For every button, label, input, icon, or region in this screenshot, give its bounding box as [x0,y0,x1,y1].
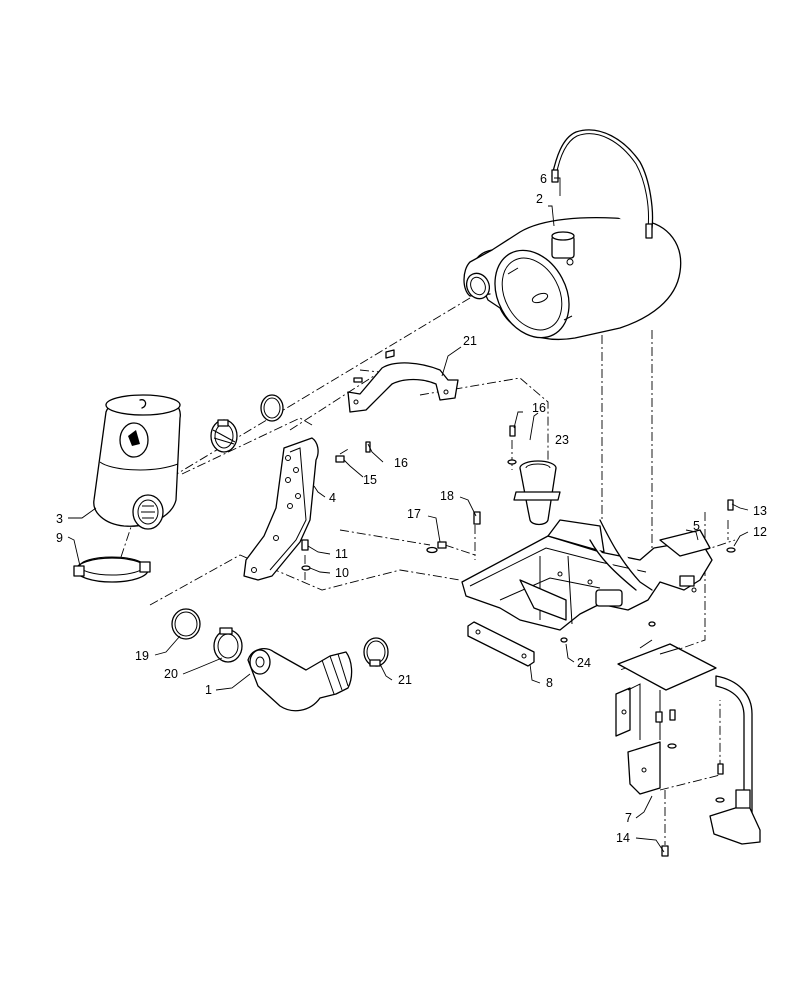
callout-19: 19 [135,649,149,663]
callout-16-top: 16 [532,401,546,415]
callout-1: 1 [205,683,212,697]
callout-14: 14 [616,831,630,845]
callout-7: 7 [625,811,632,825]
callout-12: 12 [753,525,767,539]
callout-10: 10 [335,566,349,580]
callout-21: 21 [398,673,412,687]
support-bracket-part [243,437,319,581]
callout-3: 3 [56,512,63,526]
callout-9: 9 [56,531,63,545]
callout-22: 21 [463,334,477,348]
upper-clamps [210,394,284,453]
assembly-centerlines [119,297,736,845]
callout-4: 4 [329,491,336,505]
tube-pot-part [513,460,561,526]
callout-16-side: 16 [394,456,408,470]
strap-plate-part [467,621,535,667]
callout-13: 13 [753,504,767,518]
callout-numbers: 6 2 21 16 23 16 15 4 18 17 3 5 13 12 9 1… [56,172,767,845]
callout-leaders [67,177,749,853]
mounting-band-part [73,556,151,583]
platform-frame-part [461,519,713,631]
callout-18: 18 [440,489,454,503]
callout-5: 5 [693,519,700,533]
hose-part [551,129,654,239]
callout-23: 23 [555,433,569,447]
bracket-arm-part [347,349,459,413]
callout-20: 20 [164,667,178,681]
callout-11: 11 [335,547,348,561]
elbow-pipe-part [247,648,353,712]
callout-8: 8 [546,676,553,690]
bracket-hardware [301,441,371,571]
callout-24: 24 [577,656,591,670]
lower-clamps [171,608,389,667]
callout-17: 17 [407,507,421,521]
callout-6: 6 [540,172,547,186]
air-cleaner-part [93,394,181,530]
callout-2: 2 [536,192,543,206]
muffler-tank-part [463,217,682,340]
step-bracket-part [615,639,761,857]
callout-15: 15 [363,473,377,487]
